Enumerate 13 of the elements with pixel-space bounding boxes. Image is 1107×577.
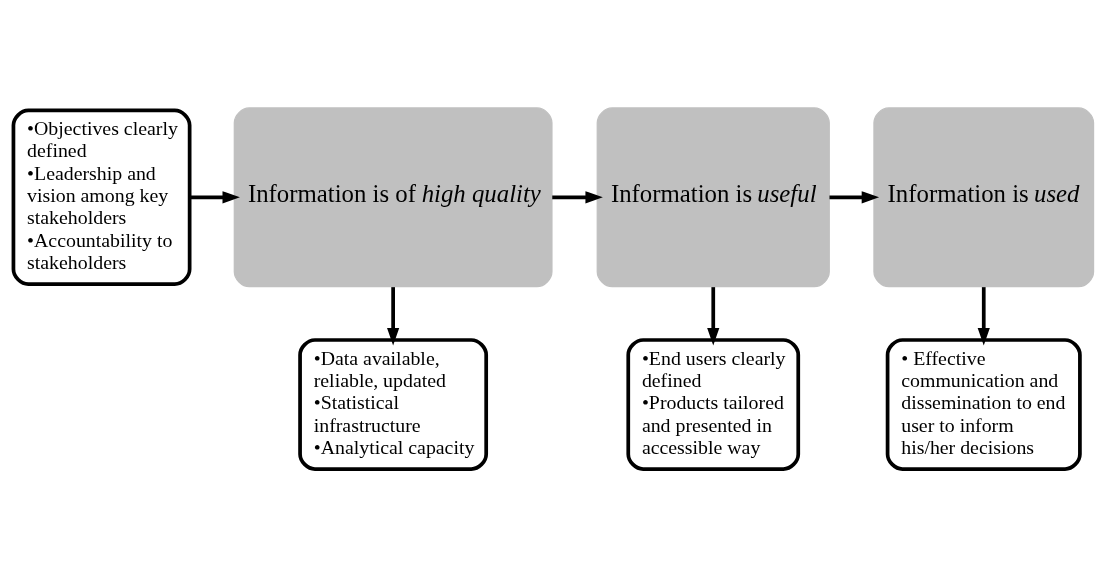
arrow [552,191,603,204]
arrow [387,287,400,346]
node-box: Information is of high quality [233,107,553,288]
node-box: •Data available, reliable, updated •Statistical infrastructure •Analytical capacity [298,338,489,471]
node-box: Information is used [873,107,1095,288]
node-box: •Objectives clearly defined •Leadership and vision among key stakeholders •Accountability to stakeholders [11,108,192,287]
arrow [189,191,240,204]
node-box: Information is useful [596,107,830,288]
node-box: •End users clearly defined •Products tailored and presented in accessible way [626,338,801,471]
node-box: • Effective communication and dissemination to end user to inform his/her decisions [885,338,1082,471]
arrow [707,287,720,346]
arrow [829,191,880,204]
arrow [977,287,990,346]
